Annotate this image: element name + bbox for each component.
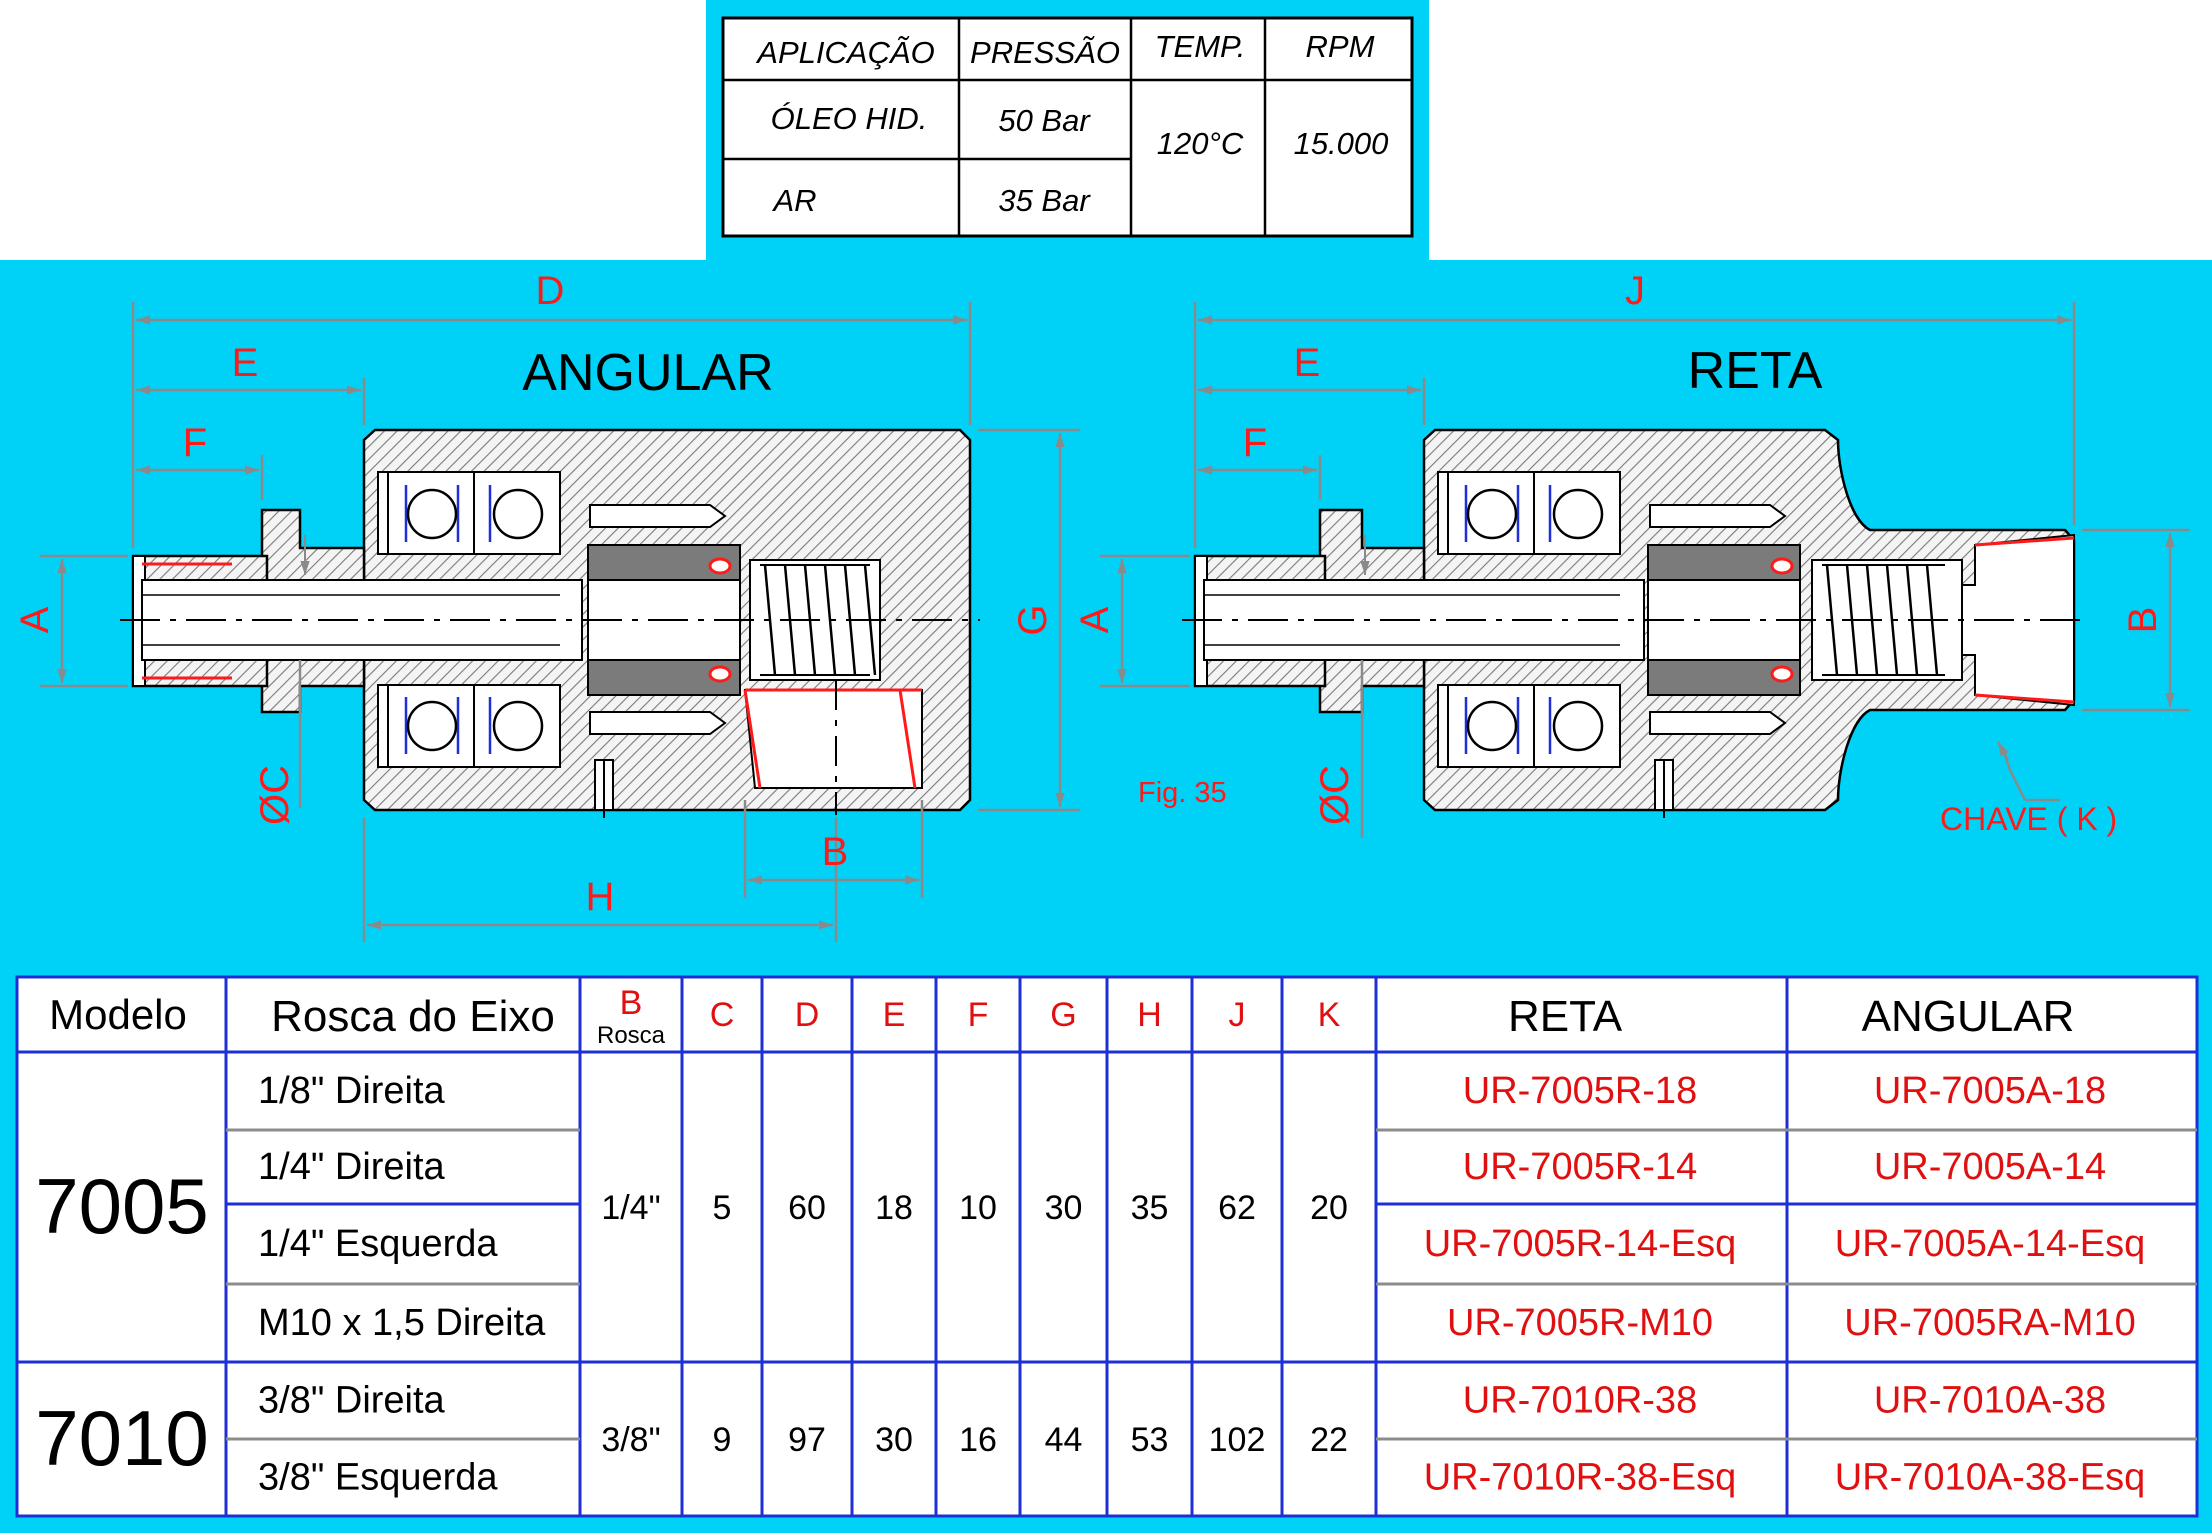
part-code-reta: UR-7005R-14 (1463, 1146, 1697, 1188)
header-j: J (1229, 996, 1246, 1034)
dim-label-h: H (586, 875, 615, 919)
cell-e-7005: 18 (875, 1189, 913, 1227)
spec-header-pressao: PRESSÃO (970, 35, 1120, 70)
dim-label-f-reta: F (1243, 421, 1267, 465)
spec-pressao-ar: 35 Bar (998, 183, 1091, 218)
angular-dimensions (40, 302, 1080, 942)
cell-d-7010: 97 (788, 1421, 826, 1459)
cell-g-7010: 44 (1045, 1421, 1083, 1459)
cell-b-7005: 1/4" (601, 1189, 660, 1227)
cell-j-7005: 62 (1218, 1189, 1256, 1227)
cell-f-7010: 16 (959, 1421, 997, 1459)
dim-label-b: B (822, 830, 849, 874)
dim-label-f: F (183, 421, 207, 465)
part-code-reta: UR-7005R-18 (1463, 1070, 1697, 1112)
dim-label-e-reta: E (1294, 341, 1321, 385)
header-f: F (968, 996, 989, 1034)
rosca-cell: 1/4" Esquerda (258, 1223, 498, 1265)
spec-aplicacao-ar: AR (771, 183, 816, 218)
part-code-reta: UR-7005R-14-Esq (1424, 1223, 1737, 1265)
part-code-reta: UR-7010R-38-Esq (1424, 1457, 1737, 1499)
spec-header-aplicacao: APLICAÇÃO (755, 35, 934, 70)
header-g: G (1050, 996, 1076, 1034)
dim-label-a-reta: A (1073, 606, 1117, 633)
rosca-cell: 3/8" Direita (258, 1380, 446, 1422)
chave-label: CHAVE ( K ) (1940, 801, 2117, 837)
dim-label-e: E (232, 341, 259, 385)
model-number-7010: 7010 (35, 1394, 209, 1482)
angular-title: ANGULAR (522, 344, 773, 402)
figure-label: Fig. 35 (1138, 777, 1227, 809)
spec-header-rpm: RPM (1306, 29, 1375, 64)
cell-c-7010: 9 (713, 1421, 732, 1459)
dim-label-g: G (1011, 604, 1055, 635)
part-code-reta: UR-7005R-M10 (1447, 1302, 1713, 1344)
header-angular: ANGULAR (1862, 992, 2075, 1041)
header-d: D (795, 996, 820, 1034)
cell-h-7010: 53 (1131, 1421, 1169, 1459)
rosca-cell: 1/8" Direita (258, 1070, 446, 1112)
dim-label-a: A (13, 606, 57, 633)
spec-table: APLICAÇÃO PRESSÃO TEMP. RPM ÓLEO HID. 50… (721, 16, 1414, 238)
spec-rpm-value: 15.000 (1294, 126, 1389, 161)
angular-section-view (120, 428, 980, 818)
rosca-cell: M10 x 1,5 Direita (258, 1302, 546, 1344)
dim-label-c: ØC (253, 765, 297, 825)
cell-k-7005: 20 (1310, 1189, 1348, 1227)
dim-label-c-reta: ØC (1313, 765, 1357, 825)
reta-title: RETA (1688, 342, 1823, 400)
header-reta: RETA (1508, 992, 1623, 1041)
dim-label-d: D (536, 269, 565, 313)
reta-section-view (1182, 428, 2090, 818)
header-k: K (1318, 996, 1341, 1034)
spec-temp-value: 120°C (1157, 126, 1244, 161)
cell-g-7005: 30 (1045, 1189, 1083, 1227)
model-number-7005: 7005 (35, 1162, 209, 1250)
part-code-angular: UR-7005A-14-Esq (1835, 1223, 2145, 1265)
part-code-angular: UR-7005RA-M10 (1844, 1302, 2135, 1344)
part-code-angular: UR-7005A-14 (1874, 1146, 2106, 1188)
reta-dimensions (1100, 302, 2190, 838)
part-code-angular: UR-7010A-38 (1874, 1380, 2106, 1422)
rosca-cell: 3/8" Esquerda (258, 1457, 498, 1499)
header-b-rosca: Rosca (597, 1022, 666, 1049)
cell-d-7005: 60 (788, 1189, 826, 1227)
header-c: C (710, 996, 735, 1034)
cell-j-7010: 102 (1209, 1421, 1266, 1459)
cell-k-7010: 22 (1310, 1421, 1348, 1459)
spec-aplicacao-oleo: ÓLEO HID. (771, 101, 928, 136)
header-rosca-eixo: Rosca do Eixo (271, 992, 555, 1041)
dim-label-j: J (1625, 269, 1645, 313)
header-e: E (883, 996, 906, 1034)
cell-f-7005: 10 (959, 1189, 997, 1227)
part-code-angular: UR-7010A-38-Esq (1835, 1457, 2145, 1499)
spec-pressao-oleo: 50 Bar (998, 103, 1091, 138)
rosca-cell: 1/4" Direita (258, 1146, 446, 1188)
cell-h-7005: 35 (1131, 1189, 1169, 1227)
header-h: H (1137, 996, 1162, 1034)
header-modelo: Modelo (49, 991, 187, 1038)
cell-b-7010: 3/8" (601, 1421, 660, 1459)
cell-c-7005: 5 (713, 1189, 732, 1227)
part-code-reta: UR-7010R-38 (1463, 1380, 1697, 1422)
part-code-angular: UR-7005A-18 (1874, 1070, 2106, 1112)
dim-label-b-reta: B (2121, 607, 2165, 634)
header-b: B (620, 984, 643, 1022)
cell-e-7010: 30 (875, 1421, 913, 1459)
spec-header-temp: TEMP. (1155, 29, 1246, 64)
